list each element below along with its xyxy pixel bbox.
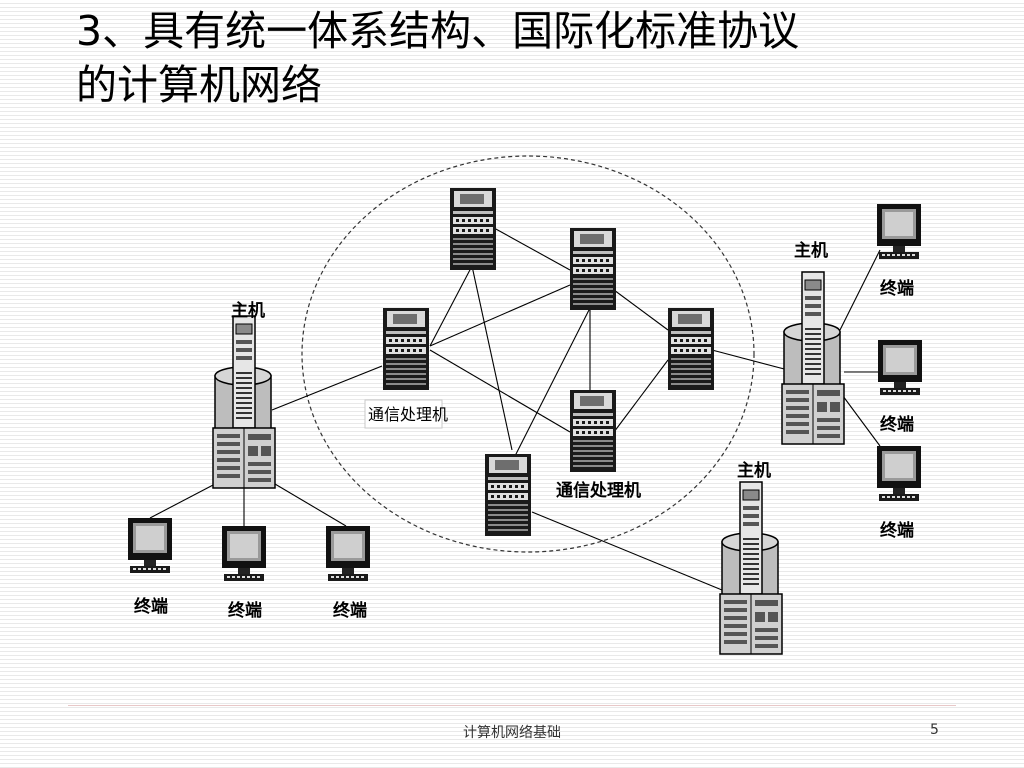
subnet-boundary (301, 155, 755, 553)
link (271, 365, 383, 411)
link (613, 359, 669, 433)
comm-processor (570, 390, 616, 472)
link (471, 265, 513, 451)
links (149, 227, 881, 591)
link (493, 227, 571, 271)
link (429, 284, 571, 347)
cp-label: 通信处理机 (556, 480, 641, 501)
comm-processor (485, 454, 531, 536)
link (613, 289, 669, 331)
host-label: 主机 (794, 240, 828, 261)
terminal-label: 终端 (880, 278, 914, 299)
link (531, 511, 723, 591)
terminal (877, 204, 921, 259)
page-number: 5 (930, 722, 939, 738)
footer-divider (68, 705, 956, 706)
terminal-label: 终端 (333, 600, 367, 621)
link (149, 483, 216, 519)
title-line-2: 的计算机网络 (76, 61, 322, 109)
cp-label-box (364, 399, 443, 429)
terminal-label: 终端 (228, 600, 262, 621)
terminal-label: 终端 (880, 520, 914, 541)
cp-label: 通信处理机 (368, 405, 448, 424)
title-line-1: 3、具有统一体系结构、国际化标准协议 (76, 7, 800, 55)
slide-title: 3、具有统一体系结构、国际化标准协议 的计算机网络 (76, 4, 976, 112)
link (429, 349, 571, 433)
host-computer (781, 271, 845, 445)
host-computer (212, 315, 276, 489)
terminal-label: 终端 (880, 414, 914, 435)
link (429, 265, 473, 347)
comm-processor (570, 228, 616, 310)
terminal (326, 526, 370, 581)
link (839, 391, 881, 447)
terminal (128, 518, 172, 573)
terminal (878, 340, 922, 395)
host-label: 主机 (231, 300, 265, 321)
comm-processor (668, 308, 714, 390)
host-label: 主机 (737, 460, 771, 481)
footer-text: 计算机网络基础 (463, 725, 561, 741)
link (839, 249, 881, 331)
terminal-label: 终端 (134, 596, 168, 617)
comm-processor (383, 308, 429, 390)
host-computer (719, 481, 783, 655)
comm-processor (450, 188, 496, 270)
link (274, 483, 347, 527)
terminal (222, 526, 266, 581)
terminal (877, 446, 921, 501)
link (711, 349, 789, 371)
link (514, 307, 591, 457)
